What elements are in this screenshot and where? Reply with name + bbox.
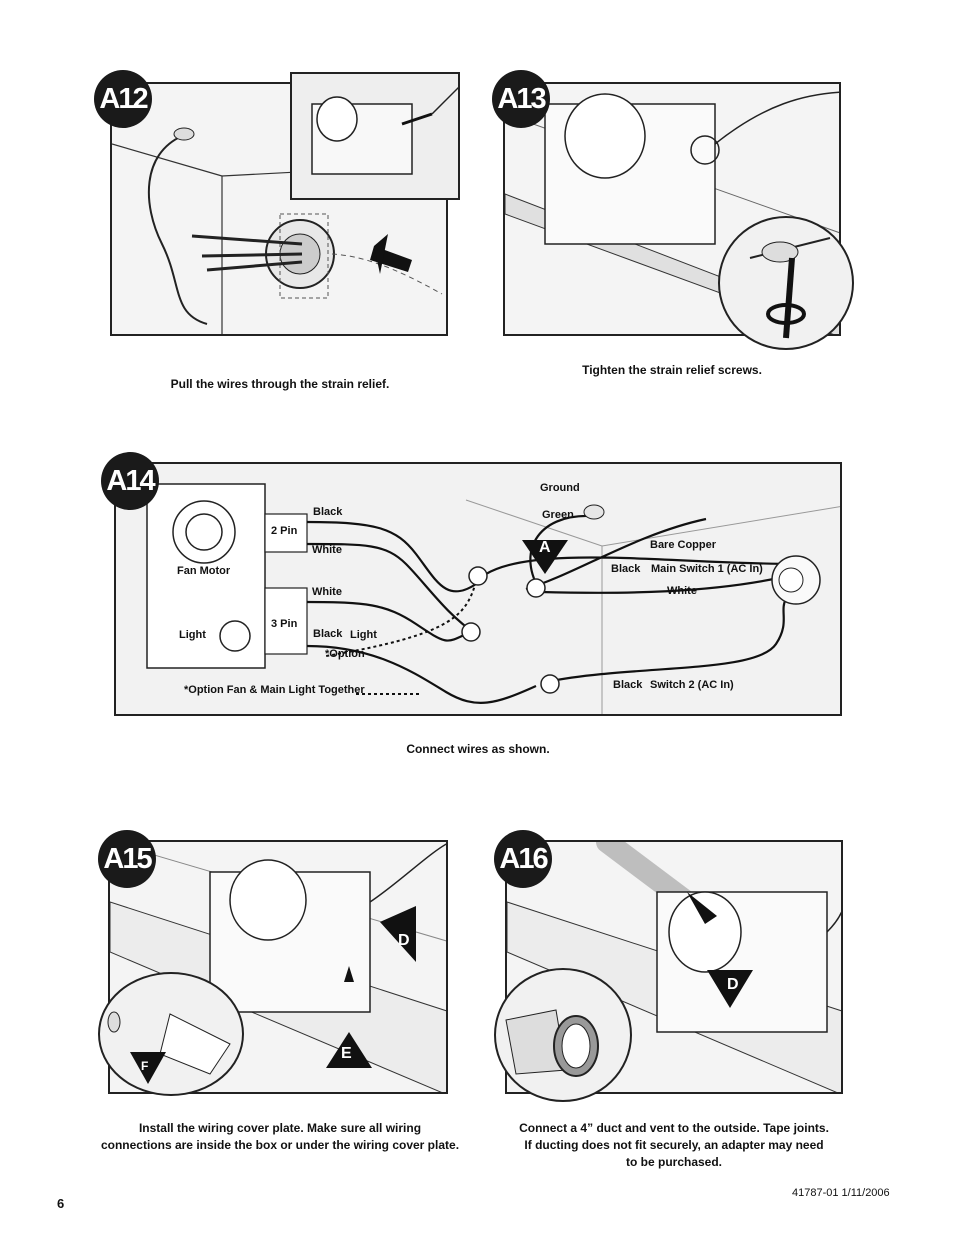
a15-zoom-drawing bbox=[107, 1011, 231, 1084]
a16-drawing bbox=[507, 842, 841, 1092]
main-switch-label: Main Switch 1 (AC In) bbox=[651, 563, 763, 575]
black-wire-mid-label: Black bbox=[313, 628, 343, 640]
a12-drawing bbox=[112, 127, 446, 334]
bare-copper-label: Bare Copper bbox=[650, 539, 717, 551]
step-a14-badge: A14 bbox=[101, 452, 159, 510]
a12-inset-drawing bbox=[311, 86, 458, 175]
ground-label: Ground bbox=[540, 482, 580, 494]
black-switch1-label: Black bbox=[611, 563, 641, 575]
step-a13-zoom-circle bbox=[718, 216, 854, 350]
a16-zoom-drawing bbox=[505, 1009, 599, 1077]
option-note-label: *Option Fan & Main Light Together bbox=[184, 684, 365, 696]
callout-d-a15: D bbox=[398, 932, 410, 949]
step-a14-wiring-diagram bbox=[114, 462, 842, 716]
document-id: 41787-01 1/11/2006 bbox=[792, 1187, 890, 1199]
green-label: Green bbox=[542, 509, 574, 521]
step-a15-illustration bbox=[108, 840, 448, 1094]
callout-a-label: A bbox=[539, 539, 551, 556]
step-a14-caption: Connect wires as shown. bbox=[406, 742, 550, 756]
black-wire-top-label: Black bbox=[313, 506, 343, 518]
step-a12-caption: Pull the wires through the strain relief… bbox=[170, 377, 390, 391]
step-a12-inset bbox=[290, 72, 460, 200]
fan-motor-label: Fan Motor bbox=[177, 565, 231, 577]
a13-zoom-drawing bbox=[749, 237, 831, 339]
step-a13-badge: A13 bbox=[492, 70, 550, 128]
white-wire-top-label: White bbox=[312, 544, 342, 556]
a16-caption-line3: to be purchased. bbox=[625, 1155, 723, 1169]
callout-f-a15: F bbox=[141, 1059, 149, 1073]
step-a16-zoom-circle bbox=[494, 968, 632, 1102]
callout-e-a15: E bbox=[341, 1045, 352, 1062]
light-label: Light bbox=[179, 629, 206, 641]
a15-caption-line1: Install the wiring cover plate. Make sur… bbox=[138, 1121, 422, 1135]
step-a15-caption: Install the wiring cover plate. Make sur… bbox=[94, 1120, 466, 1154]
white-switch-label: White bbox=[667, 585, 697, 597]
two-pin-label: 2 Pin bbox=[271, 525, 298, 537]
step-a16-badge: A16 bbox=[494, 830, 552, 888]
a16-caption-line2: If ducting does not fit securely, an ada… bbox=[524, 1138, 824, 1152]
a15-drawing bbox=[110, 842, 446, 1092]
switch2-label: Switch 2 (AC In) bbox=[650, 679, 734, 691]
callout-d-a16: D bbox=[727, 976, 739, 993]
a16-caption-line1: Connect a 4” duct and vent to the outsid… bbox=[519, 1121, 829, 1135]
step-a16-caption: Connect a 4” duct and vent to the outsid… bbox=[505, 1120, 843, 1171]
a14-wiring-drawing bbox=[146, 483, 840, 714]
page-number: 6 bbox=[57, 1196, 65, 1211]
white-wire-mid-label: White bbox=[312, 586, 342, 598]
step-a16-illustration bbox=[505, 840, 843, 1094]
light-wire-label: Light bbox=[350, 629, 377, 641]
three-pin-label: 3 Pin bbox=[271, 618, 298, 630]
step-a13-caption: Tighten the strain relief screws. bbox=[582, 363, 762, 377]
step-a12-badge: A12 bbox=[94, 70, 152, 128]
step-a15-zoom-circle bbox=[98, 972, 244, 1096]
a15-caption-line2: connections are inside the box or under … bbox=[100, 1138, 460, 1152]
step-a15-badge: A15 bbox=[98, 830, 156, 888]
option-label: *Option bbox=[325, 648, 365, 660]
black-switch2-label: Black bbox=[613, 679, 643, 691]
